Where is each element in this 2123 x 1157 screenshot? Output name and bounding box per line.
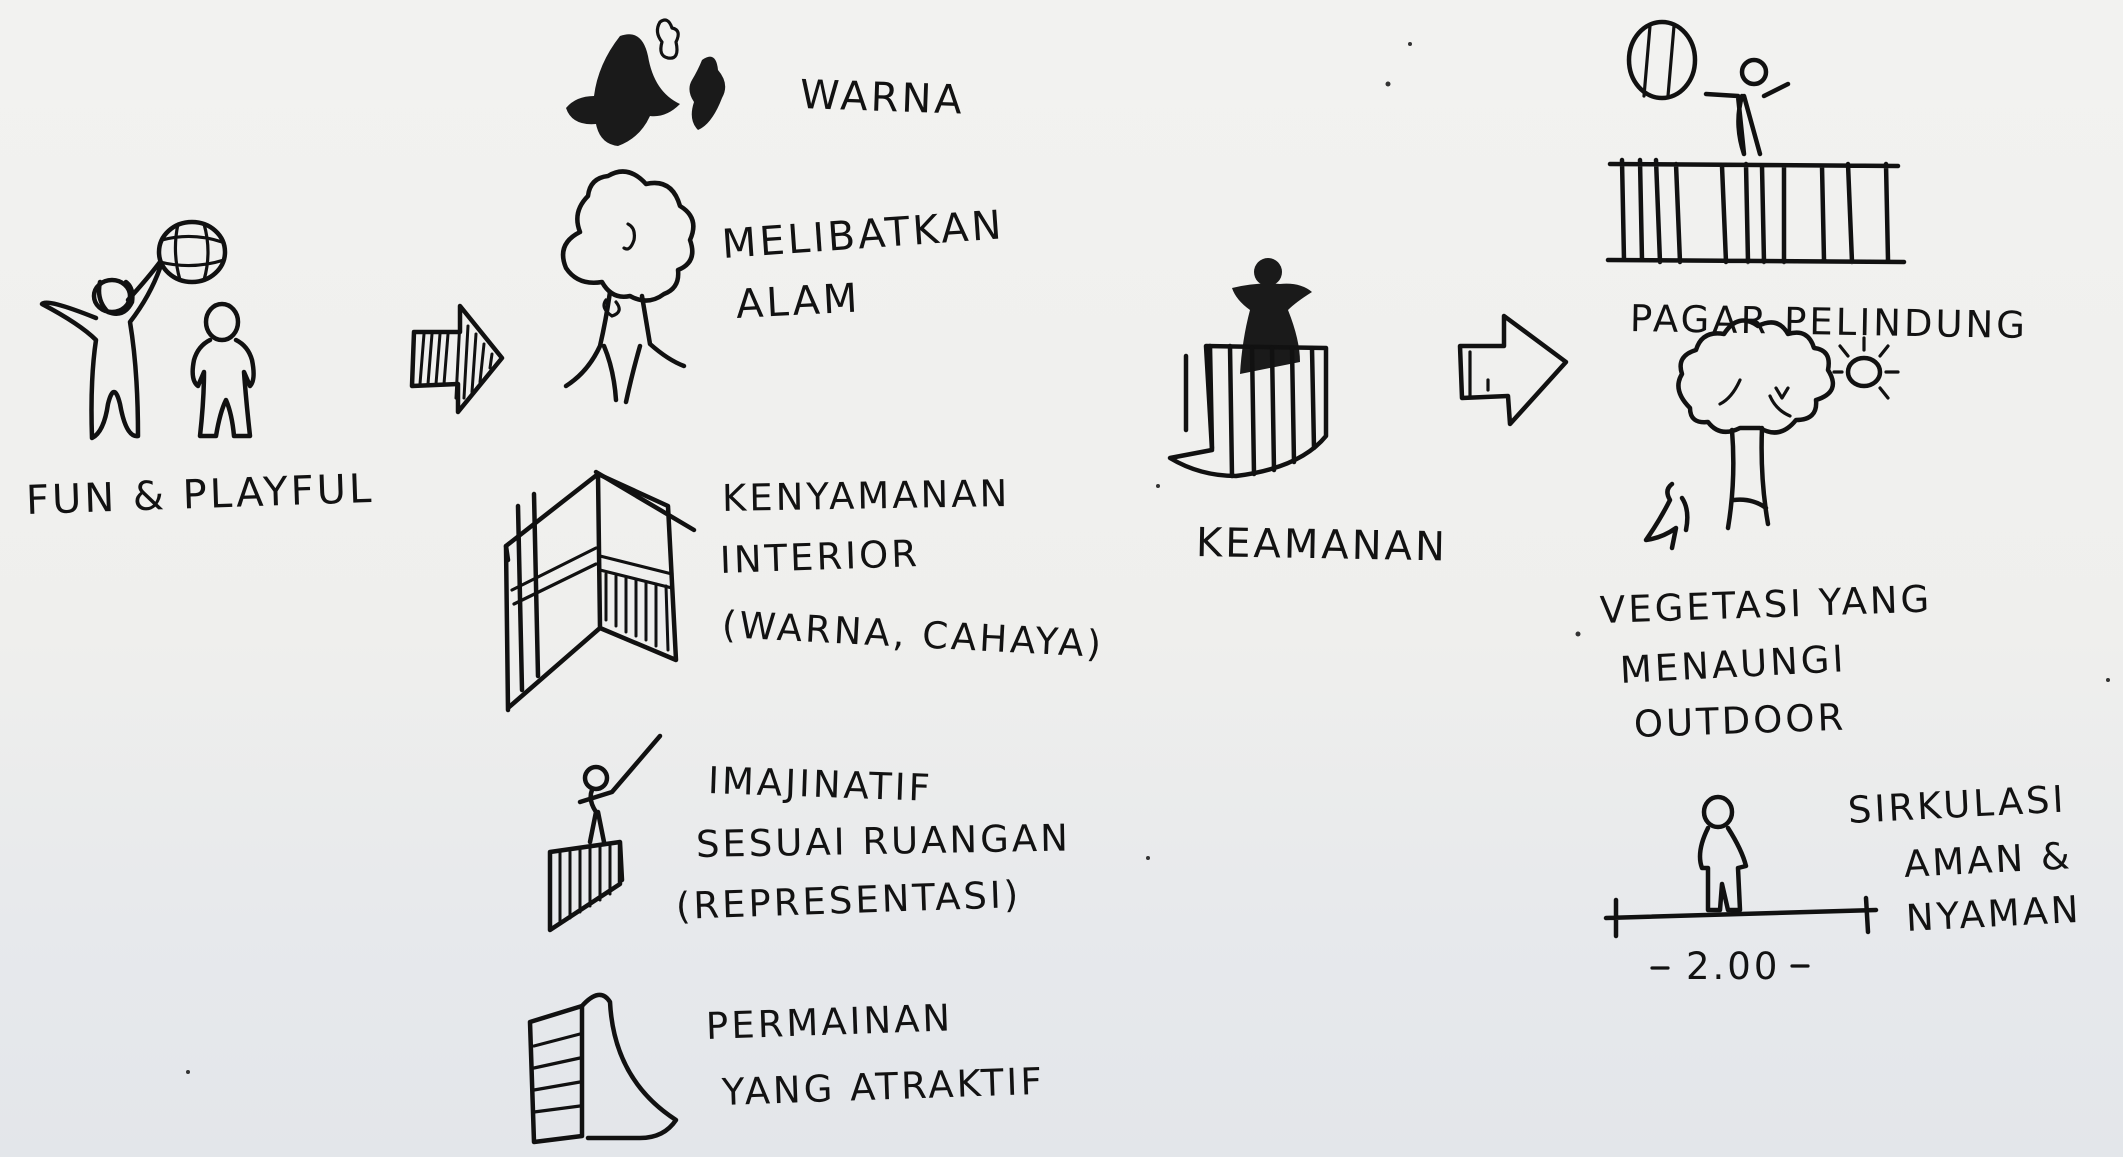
kids-playing-icon xyxy=(39,219,256,441)
interior-room-icon xyxy=(503,469,697,713)
keamanan-title: KEAMANAN xyxy=(1195,520,1449,571)
playground-slide-icon xyxy=(527,992,679,1145)
arrow-right-hatched-icon xyxy=(409,303,505,415)
circulation-person-icon xyxy=(1603,794,1879,970)
label-warna: WARNA xyxy=(799,72,966,124)
protective-fence-icon xyxy=(1605,19,1907,265)
label-imajinatif: IMAJINATIF xyxy=(707,759,934,810)
label-aman: AMAN & xyxy=(1902,834,2074,886)
paper-speck xyxy=(186,42,2110,1074)
label-kenyamanan: KENYAMANAN xyxy=(721,471,1011,520)
label-outdoor: OUTDOOR xyxy=(1633,695,1847,746)
label-interior: INTERIOR xyxy=(719,532,921,582)
label-permainan: PERMAINAN xyxy=(705,996,954,1048)
person-behind-fence-icon xyxy=(1167,258,1329,479)
dimension-label: 2.00 xyxy=(1686,945,1781,988)
color-splash-icon xyxy=(566,18,726,146)
kid-on-tower-icon xyxy=(547,733,663,933)
label-pagar-pelindung: PAGAR PELINDUNG xyxy=(1629,297,2029,347)
shade-tree-icon xyxy=(1643,318,1900,551)
label-sesuai-ruangan: SESUAI RUANGAN xyxy=(695,816,1072,866)
label-alam: ALAM xyxy=(734,275,862,328)
tree-nature-icon xyxy=(560,169,696,405)
arrow-right-outline-icon xyxy=(1457,313,1569,427)
